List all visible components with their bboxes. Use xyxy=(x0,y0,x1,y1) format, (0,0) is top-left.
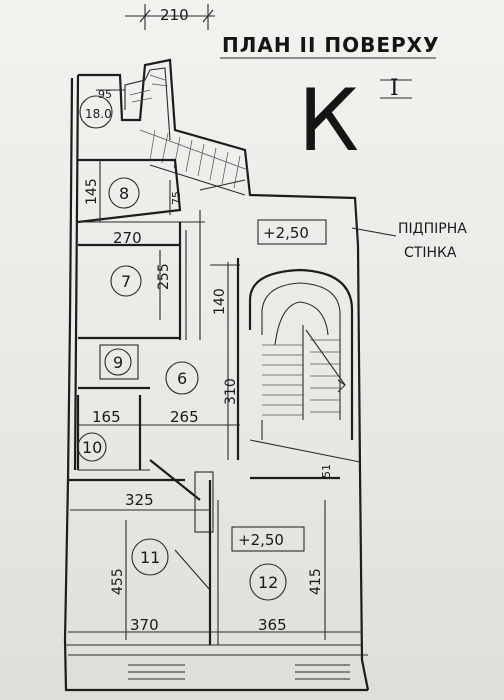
room-7-marker xyxy=(110,265,142,297)
dim-310: 310 xyxy=(223,378,239,405)
dim-415: 415 xyxy=(308,568,324,595)
level-upper: +2,50 xyxy=(263,224,309,242)
room-10 xyxy=(76,395,150,471)
room-9-marker xyxy=(104,348,132,376)
note-leader-line xyxy=(351,227,397,237)
room-12-label: 12 xyxy=(258,573,278,592)
room-8-label: 8 xyxy=(119,184,129,203)
dim-145: 145 xyxy=(84,178,100,205)
central-walls xyxy=(68,459,340,645)
room-11-marker xyxy=(131,538,169,576)
room-6-label: 6 xyxy=(177,369,187,388)
bottom-windows xyxy=(128,664,350,680)
note-line-2: СТІНКА xyxy=(404,245,457,261)
section-roman: I xyxy=(390,76,399,101)
room-12-marker xyxy=(249,563,287,601)
dim-210: 210 xyxy=(160,6,189,24)
room-6-marker xyxy=(165,361,199,395)
room-8 xyxy=(77,158,205,224)
plan-title: ПЛАН ІІ ПОВЕРХУ xyxy=(222,33,440,57)
room-10-marker xyxy=(77,432,107,462)
room-9-box xyxy=(99,344,139,380)
top-dimension-line xyxy=(125,4,215,30)
dim-265: 265 xyxy=(170,408,199,426)
dim-75: 75 xyxy=(170,191,183,205)
room-18-marker xyxy=(79,95,113,129)
dim-325: 325 xyxy=(125,491,154,509)
room-7-label: 7 xyxy=(121,272,131,291)
section-letter: К xyxy=(298,71,359,171)
dim-365: 365 xyxy=(258,616,287,634)
outer-walls xyxy=(63,58,370,692)
dim-140: 140 xyxy=(212,288,228,315)
dim-95: 95 xyxy=(98,88,112,101)
dim-455: 455 xyxy=(110,568,126,595)
room-7 xyxy=(78,210,201,340)
room-11-label: 11 xyxy=(140,548,160,567)
room-9-label: 9 xyxy=(113,353,123,372)
note-line-1: ПІДПІРНА xyxy=(398,221,467,237)
upper-staircase xyxy=(124,67,249,196)
dim-270: 270 xyxy=(113,229,142,247)
level-box-upper xyxy=(257,219,327,245)
room-10-label: 10 xyxy=(82,438,102,457)
room-6 xyxy=(210,258,240,460)
dim-51: 51 xyxy=(320,464,333,478)
level-box-lower xyxy=(231,526,305,552)
room-8-marker xyxy=(108,177,140,209)
dim-370: 370 xyxy=(130,616,159,634)
level-lower: +2,50 xyxy=(238,531,284,549)
room-18-label: 18.0 xyxy=(85,107,112,121)
dim-165: 165 xyxy=(92,408,121,426)
arched-staircase xyxy=(248,268,361,463)
dim-255: 255 xyxy=(156,263,172,290)
